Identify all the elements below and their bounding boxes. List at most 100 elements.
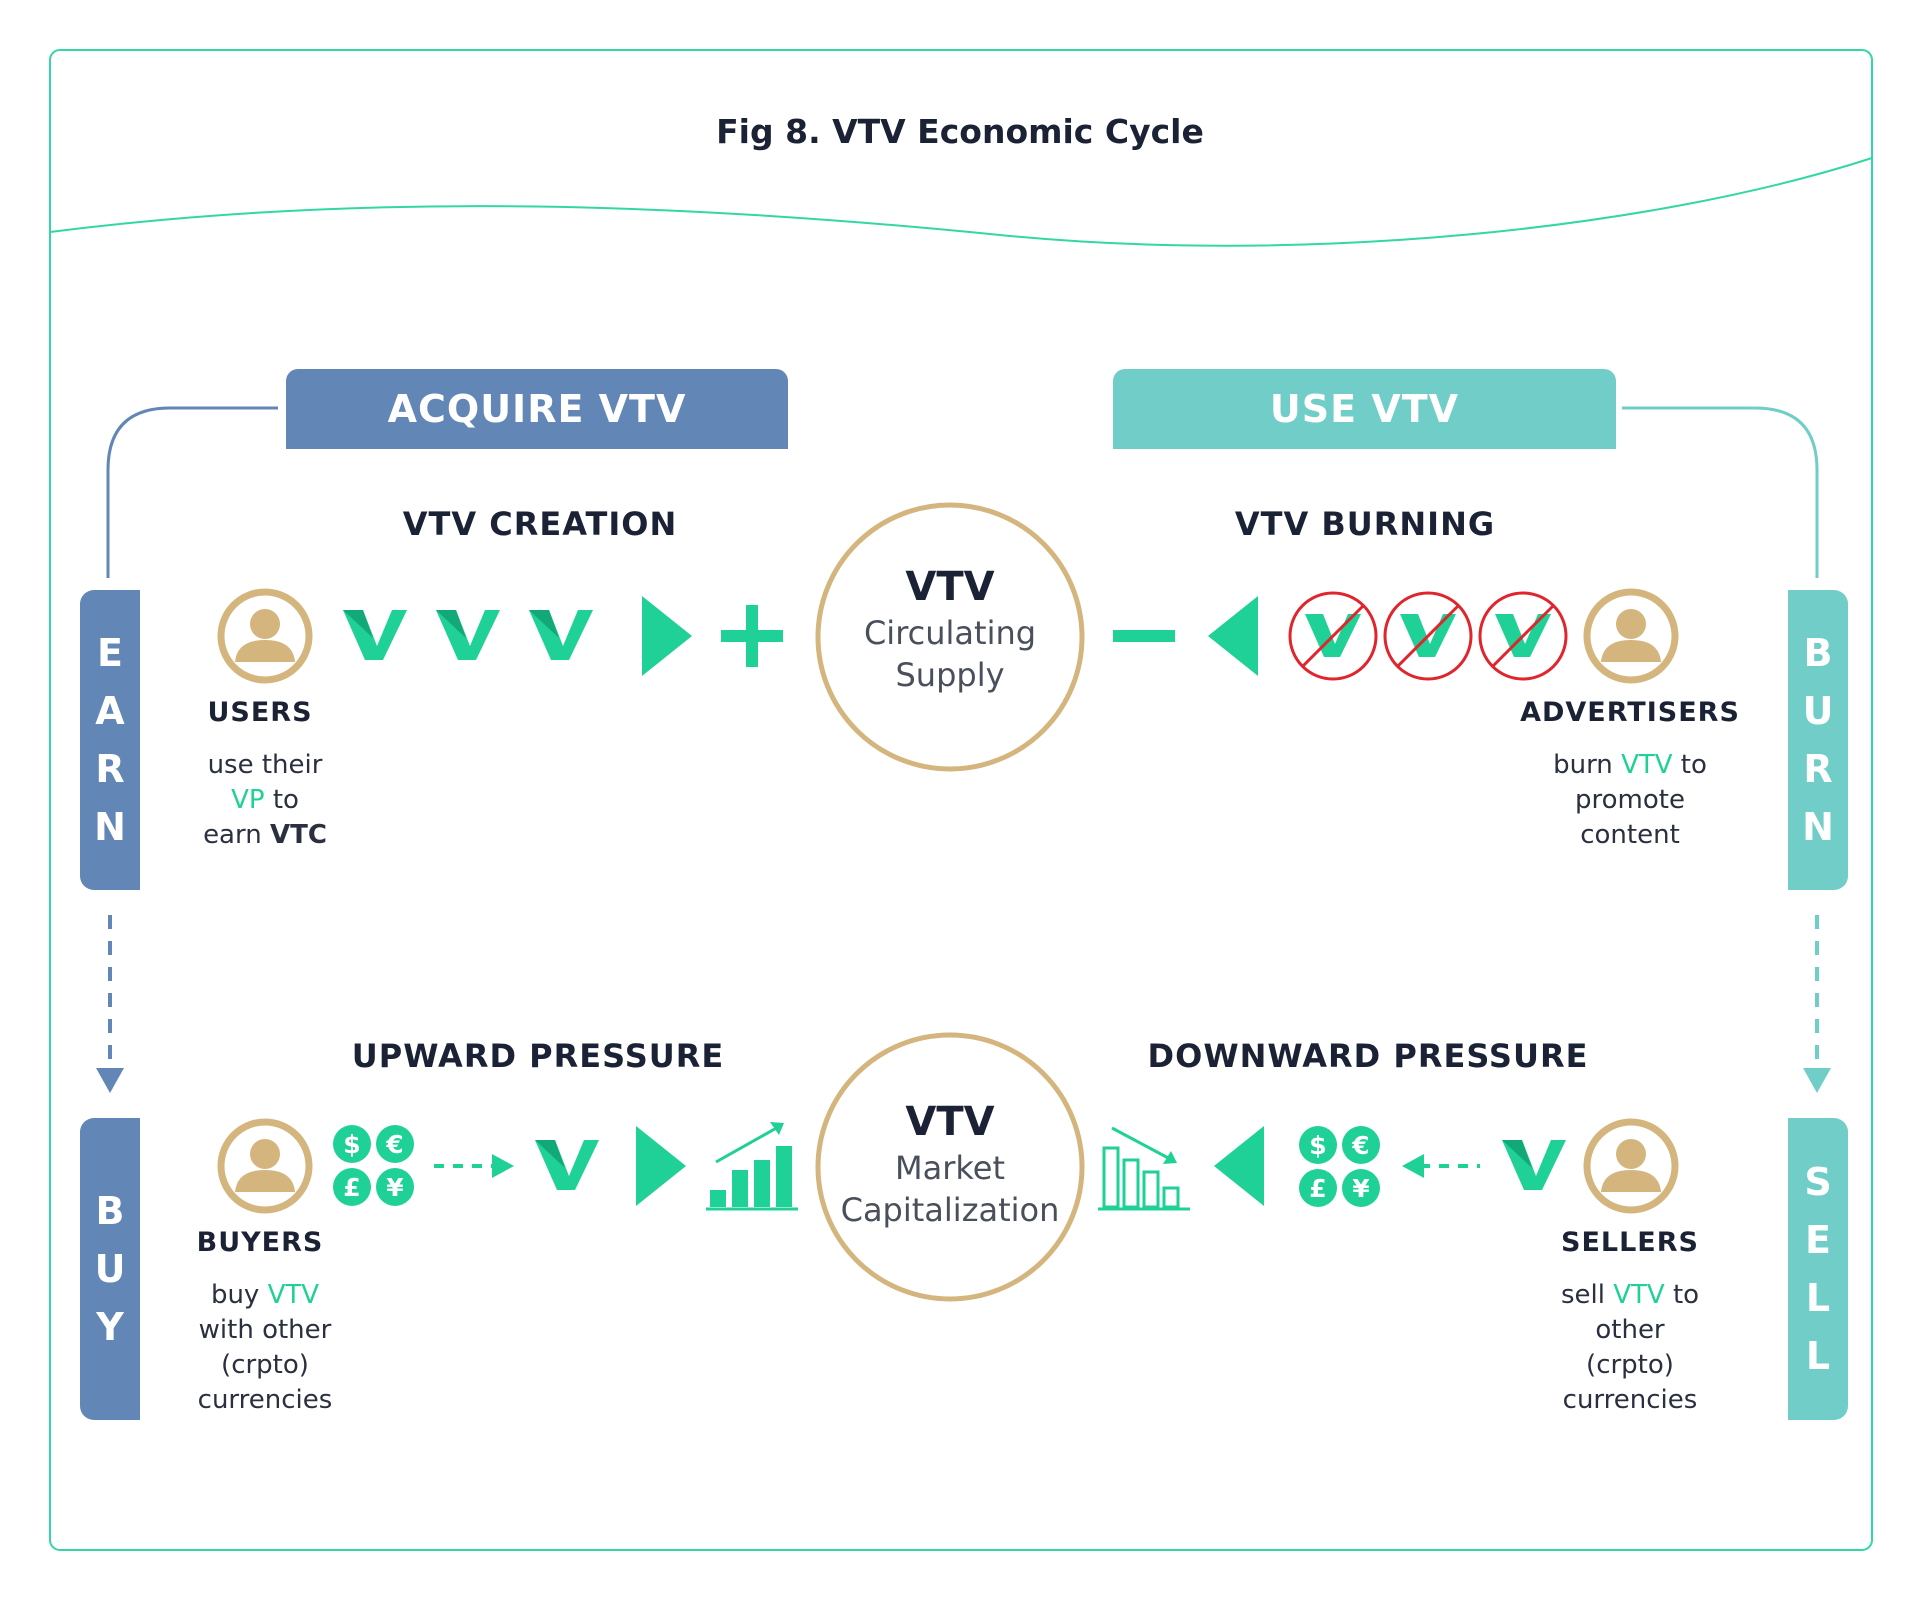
svg-text:$: $ <box>1309 1131 1326 1160</box>
acquire-connector <box>106 406 278 578</box>
desc-line: earn VTC <box>165 818 365 853</box>
minus-icon <box>1113 630 1175 642</box>
desc-line: other <box>1595 1315 1665 1345</box>
buy-letter: Y <box>96 1305 124 1349</box>
play-right-icon <box>642 596 692 676</box>
user-icon <box>1583 588 1679 684</box>
circle-line: Circulating <box>863 614 1037 652</box>
no-vtv-icon <box>1478 591 1568 681</box>
circle-line: Capitalization <box>840 1191 1060 1229</box>
users-label: USERS <box>207 697 313 728</box>
downward-pressure-heading: DOWNWARD PRESSURE <box>1147 1037 1589 1075</box>
earn-letter: A <box>95 689 125 733</box>
svg-text:€: € <box>1351 1131 1369 1160</box>
circle-line: Supply <box>895 656 1005 694</box>
svg-text:¥: ¥ <box>1352 1174 1370 1203</box>
users-description: use their VP to earn VTC <box>165 748 365 853</box>
desc-line: currencies <box>1562 1385 1698 1415</box>
circulating-supply-label: VTV Circulating Supply <box>820 562 1080 696</box>
desc-word: to <box>272 785 299 815</box>
vp-highlight: VP <box>231 785 265 815</box>
svg-text:¥: ¥ <box>386 1173 404 1202</box>
vtv-logo-icon <box>343 610 407 660</box>
vtv-logo-icon <box>436 610 500 660</box>
market-cap-circle <box>815 1032 1085 1302</box>
wave-divider <box>49 157 1873 247</box>
desc-line: sell VTV to <box>1525 1278 1735 1313</box>
vtc-bold: VTC <box>269 820 327 850</box>
vtv-highlight: VTV <box>267 1280 320 1310</box>
buy-letter: B <box>95 1189 125 1233</box>
earn-letter: E <box>97 631 123 675</box>
outer-frame <box>49 49 1873 1551</box>
currency-icon: £ <box>1299 1169 1337 1207</box>
svg-text:€: € <box>385 1130 403 1159</box>
vtv-burning-heading: VTV BURNING <box>1234 505 1496 543</box>
play-left-icon <box>1208 596 1258 676</box>
play-left-icon <box>1214 1126 1264 1206</box>
dashed-arrow-right-head <box>492 1154 514 1178</box>
desc-line: with other <box>198 1315 332 1345</box>
desc-word: to <box>1680 750 1707 780</box>
user-icon <box>217 1118 313 1214</box>
earn-to-buy-arrowhead <box>96 1068 124 1093</box>
earn-letter: N <box>94 805 126 849</box>
advertisers-description: burn VTV to promote content <box>1530 748 1730 853</box>
sell-bar: S E L L <box>1788 1118 1848 1420</box>
desc-line: use their <box>207 750 323 780</box>
desc-word: to <box>1672 1280 1700 1310</box>
currency-icon: $ <box>1299 1126 1337 1164</box>
circle-title: VTV <box>905 564 995 610</box>
desc-line: currencies <box>197 1385 333 1415</box>
vtv-highlight: VTV <box>1621 750 1673 780</box>
currency-icon: £ <box>333 1168 371 1206</box>
sell-letter: L <box>1805 1276 1831 1320</box>
burn-letter: R <box>1803 747 1833 791</box>
currency-icon: € <box>1342 1126 1380 1164</box>
acquire-vtv-banner: ACQUIRE VTV <box>286 369 788 449</box>
buy-bar: B U Y <box>80 1118 140 1420</box>
vtv-logo-icon <box>1502 1140 1566 1190</box>
desc-line: burn VTV to <box>1530 748 1730 783</box>
sellers-label: SELLERS <box>1561 1227 1699 1258</box>
play-right-icon <box>636 1126 686 1206</box>
sell-letter: L <box>1805 1334 1831 1378</box>
vtv-creation-heading: VTV CREATION <box>402 505 678 543</box>
vtv-logo-icon <box>535 1140 599 1190</box>
buyers-description: buy VTV with other (crpto) currencies <box>160 1278 370 1418</box>
user-icon <box>217 588 313 684</box>
svg-text:£: £ <box>1309 1174 1326 1203</box>
market-cap-label: VTV Market Capitalization <box>820 1097 1080 1231</box>
vtv-highlight: VTV <box>1613 1280 1665 1310</box>
desc-line: content <box>1580 820 1680 850</box>
advertisers-label: ADVERTISERS <box>1520 697 1740 728</box>
chart-down-icon <box>1098 1126 1190 1211</box>
desc-word: burn <box>1553 750 1613 780</box>
sell-letter: S <box>1804 1160 1832 1204</box>
circulating-supply-circle <box>815 502 1085 772</box>
upward-pressure-heading: UPWARD PRESSURE <box>351 1037 725 1075</box>
buy-letter: U <box>94 1247 126 1291</box>
burn-letter: B <box>1803 631 1833 675</box>
sell-letter: E <box>1805 1218 1831 1262</box>
user-icon <box>1583 1118 1679 1214</box>
buyers-label: BUYERS <box>196 1227 324 1258</box>
desc-line: buy VTV <box>160 1278 370 1313</box>
chart-up-icon <box>706 1122 798 1211</box>
svg-text:$: $ <box>343 1130 360 1159</box>
sellers-description: sell VTV to other (crpto) currencies <box>1525 1278 1735 1418</box>
burn-bar: B U R N <box>1788 590 1848 890</box>
desc-word: earn <box>203 820 262 850</box>
desc-line: VP to <box>165 783 365 818</box>
desc-line: promote <box>1575 785 1685 815</box>
desc-line: (crpto) <box>221 1350 309 1380</box>
currency-icon: $ <box>333 1125 371 1163</box>
burn-to-sell-arrowhead <box>1803 1068 1831 1093</box>
currency-icon: € <box>376 1125 414 1163</box>
no-vtv-icon <box>1288 591 1378 681</box>
use-connector <box>1622 406 1819 578</box>
currency-icon: ¥ <box>376 1168 414 1206</box>
currency-icon: ¥ <box>1342 1169 1380 1207</box>
